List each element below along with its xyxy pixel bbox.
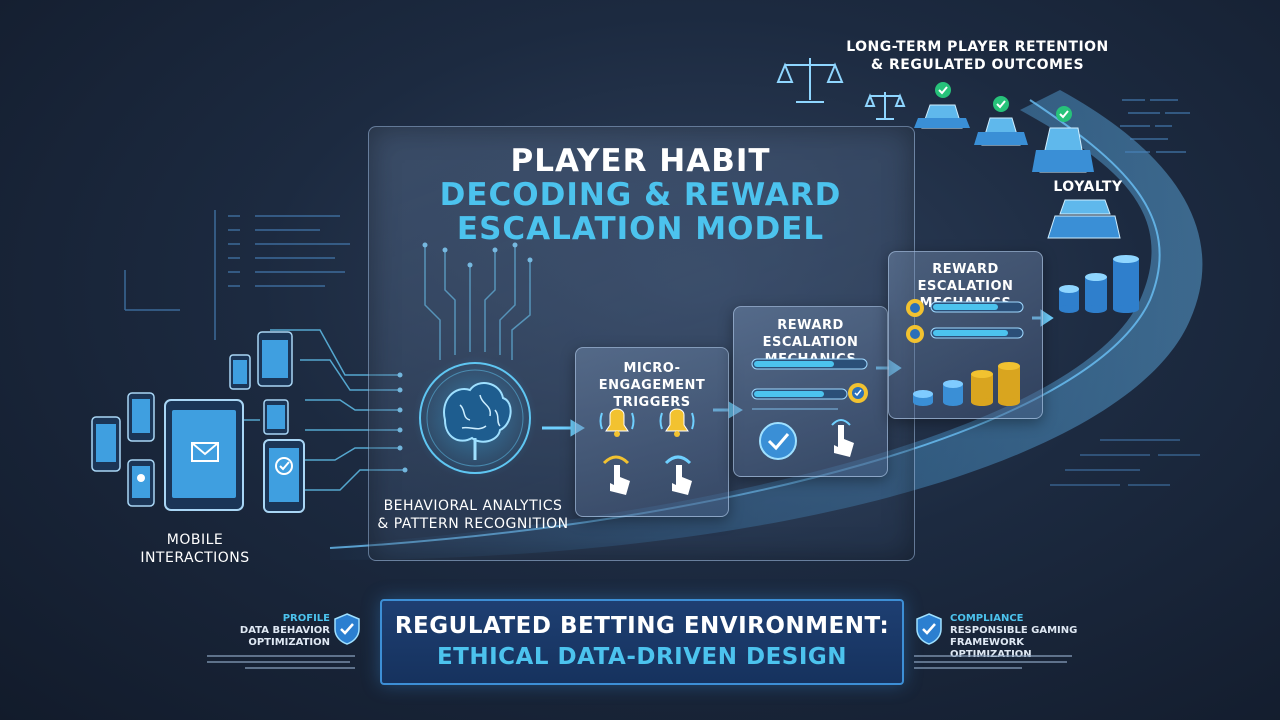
- left-note-fine-lines: [207, 655, 355, 669]
- swoosh-band: [330, 90, 1203, 560]
- triggers-title-line1: MICRO-ENGAGEMENT: [598, 361, 706, 393]
- loyalty-label: LOYALTY: [1053, 179, 1123, 195]
- pyramid-icon-2: [974, 96, 1028, 146]
- bell-icon-2: [659, 408, 695, 437]
- mechanics-card-2: REWARD ESCALATION MECHANICS: [888, 251, 1043, 419]
- coin-stacks-icon: [1059, 255, 1139, 313]
- right-note-title-2: RESPONSIBLE GAMING FRAMEWORK: [950, 625, 1078, 648]
- mechanics-2-graphics: [906, 299, 1024, 406]
- left-note: PROFILE DATA BEHAVIOR OPTIMIZATION: [205, 613, 330, 649]
- triggers-title-line2: TRIGGERS: [613, 395, 691, 410]
- tablet-icon: [164, 399, 244, 511]
- shield-check-icon-right: [916, 613, 942, 645]
- phone-check-icon: [263, 439, 305, 513]
- phone-icon-2: [127, 392, 155, 442]
- mechanics-2-title-line1: REWARD ESCALATION: [917, 262, 1014, 294]
- page-title-line3: ESCALATION MODEL: [456, 211, 825, 247]
- badge-icon: [848, 383, 868, 403]
- left-note-title-1: PROFILE: [282, 613, 330, 624]
- mobile-label-line2: INTERACTIONS: [140, 550, 250, 566]
- scale-icon-1: [776, 58, 844, 103]
- analytics-label-line1: BEHAVIORAL ANALYTICS: [383, 498, 563, 514]
- brain-uplinks: [424, 245, 531, 360]
- circuit-lines: [240, 329, 405, 491]
- swoosh-edge: [329, 99, 1161, 549]
- phone-icon-6: [263, 399, 289, 435]
- retention-label-line2: & REGULATED OUTCOMES: [870, 57, 1085, 73]
- pyramid-icon-3: [1032, 106, 1094, 173]
- retention-label-line1: LONG-TERM PLAYER RETENTION: [846, 39, 1109, 55]
- trigger-icons: [599, 408, 695, 495]
- badge-icon-3: [906, 325, 924, 343]
- tap-icon-3: [831, 419, 854, 457]
- phone-icon-1: [91, 416, 121, 472]
- left-note-title-2: DATA BEHAVIOR: [239, 625, 330, 636]
- brain-icon: [413, 356, 537, 480]
- right-note: COMPLIANCE RESPONSIBLE GAMING FRAMEWORK …: [950, 613, 1100, 661]
- pyramid-icon-1: [914, 82, 970, 129]
- analytics-label: BEHAVIORAL ANALYTICS & PATTERN RECOGNITI…: [368, 497, 578, 533]
- triggers-card: MICRO-ENGAGEMENT TRIGGERS: [575, 347, 729, 517]
- right-note-fine-lines: [914, 655, 1072, 669]
- right-note-title-3: OPTIMIZATION: [950, 649, 1032, 660]
- phone-icon-5: [257, 331, 293, 387]
- triggers-card-title: MICRO-ENGAGEMENT TRIGGERS: [576, 360, 728, 411]
- banner-line2: ETHICAL DATA-DRIVEN DESIGN: [436, 644, 848, 670]
- tap-icon-2: [664, 455, 692, 495]
- uplink-nodes: [422, 242, 533, 268]
- check-shield-icon: [759, 422, 797, 460]
- analytics-label-line2: & PATTERN RECOGNITION: [377, 516, 569, 532]
- left-note-title-3: OPTIMIZATION: [248, 637, 330, 648]
- mechanics-1-graphics: [751, 358, 868, 460]
- scale-icon-2: [864, 92, 906, 120]
- page-title-line2: DECODING & REWARD: [439, 177, 842, 213]
- circuit-nodes: [397, 372, 408, 473]
- coin-stack-icon: [913, 362, 1020, 406]
- banner-line1: REGULATED BETTING ENVIRONMENT:: [394, 613, 890, 639]
- bell-icon-1: [599, 408, 635, 437]
- bottom-banner: REGULATED BETTING ENVIRONMENT: ETHICAL D…: [380, 599, 904, 685]
- loyalty-pyramid-icon: [1047, 199, 1121, 239]
- shield-check-icon-left: [334, 613, 360, 645]
- retention-label: LONG-TERM PLAYER RETENTION & REGULATED O…: [840, 38, 1115, 74]
- page-title-line1: PLAYER HABIT: [510, 143, 771, 179]
- data-lines-top-right: [1120, 99, 1190, 153]
- main-panel: [368, 126, 915, 561]
- badge-icon-2: [906, 299, 924, 317]
- data-lines-left: [124, 210, 350, 340]
- mechanics-card-1: REWARD ESCALATION MECHANICS: [733, 306, 888, 477]
- data-lines-right: [1050, 439, 1200, 486]
- phone-icon-4: [229, 354, 251, 390]
- phone-icon-3: [127, 459, 155, 507]
- mobile-label-line1: MOBILE: [166, 532, 224, 548]
- right-note-title-1: COMPLIANCE: [950, 613, 1024, 624]
- mobile-label: MOBILE INTERACTIONS: [125, 531, 265, 567]
- tap-icon-1: [602, 455, 630, 495]
- mechanics-1-title-line1: REWARD ESCALATION: [762, 318, 859, 350]
